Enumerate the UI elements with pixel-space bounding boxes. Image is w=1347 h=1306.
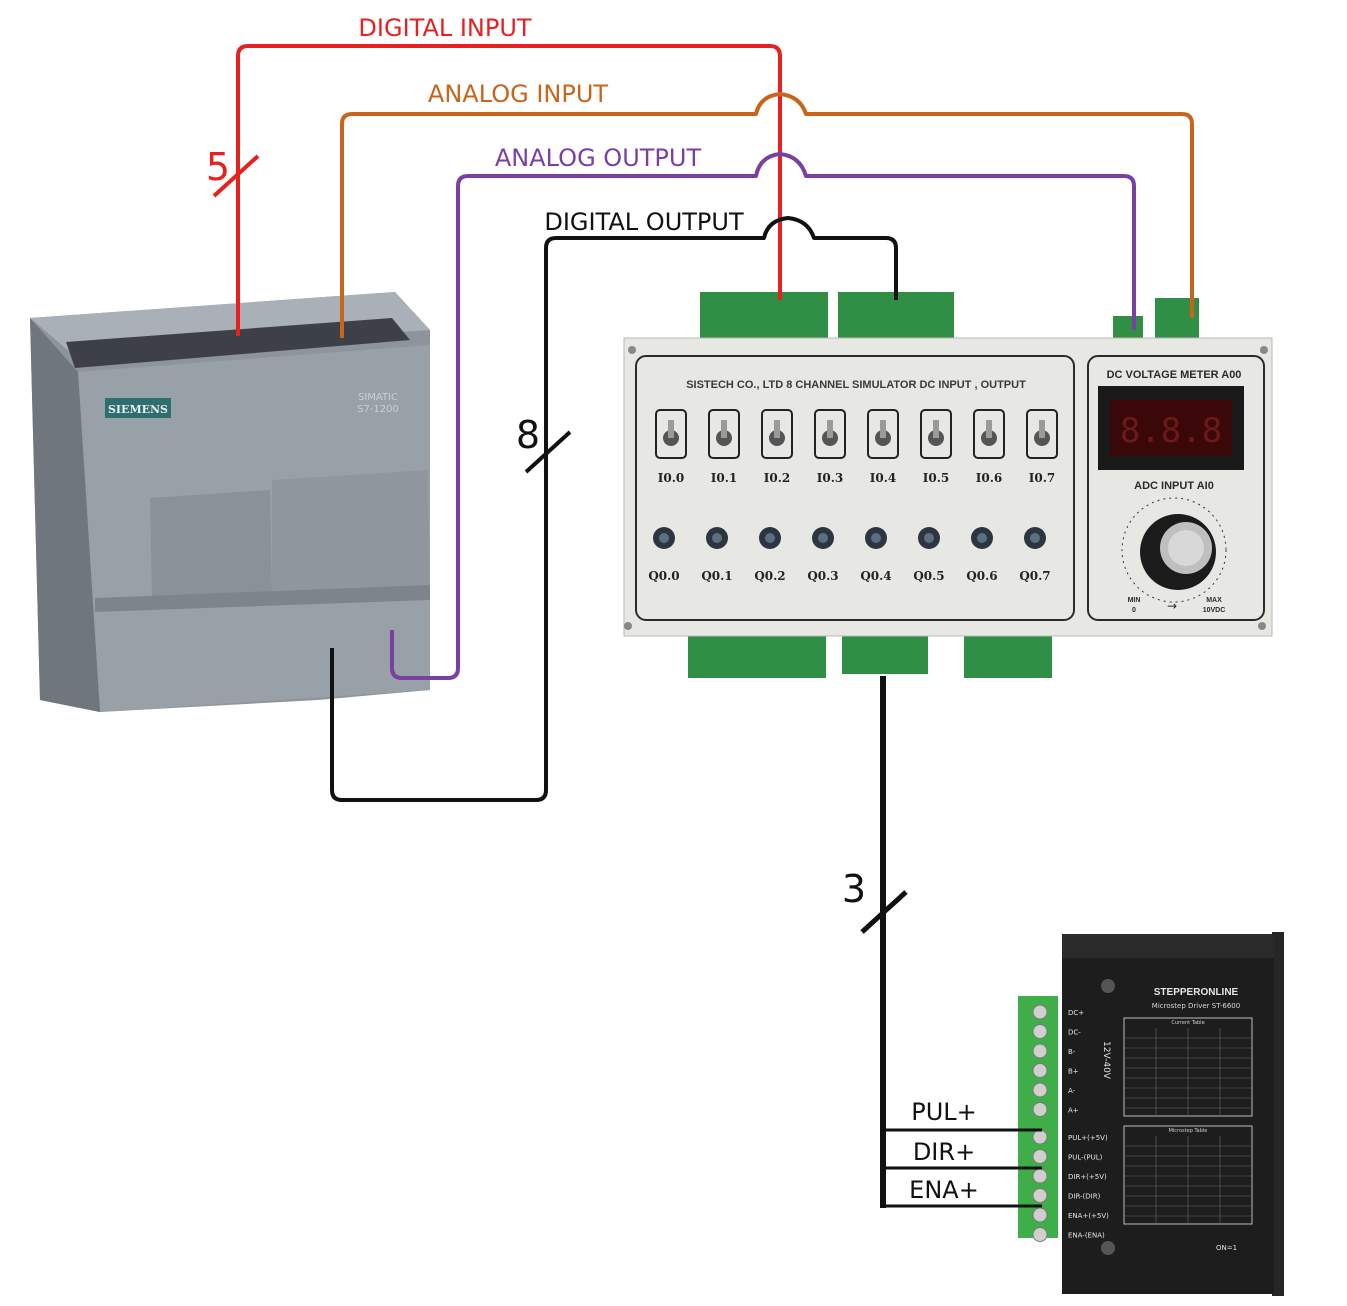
adc-label: ADC INPUT AI0 <box>1134 480 1214 492</box>
driver-bus-count: 3 <box>842 867 866 911</box>
driver-terminal-label-5: A+ <box>1068 1107 1079 1115</box>
toggle-switch-7[interactable] <box>1026 409 1058 459</box>
driver-terminal-label-10: ENA+(+5V) <box>1068 1212 1109 1220</box>
output-leds: Q0.0 Q0.1 Q0.2 Q0.3 Q0.4 Q0.5 Q0.6 Q0.7 <box>648 527 1051 583</box>
toggle-switch-1[interactable] <box>708 409 740 459</box>
terminal-screw-1 <box>1032 1024 1048 1039</box>
toggle-switch-3[interactable] <box>814 409 846 459</box>
plc-model-line1: SIMATIC <box>358 392 398 403</box>
driver-terminal-label-1: DC- <box>1068 1029 1081 1037</box>
plc-model-line2: S7-1200 <box>357 404 399 415</box>
output-label-2: Q0.2 <box>754 569 785 583</box>
pul-label: PUL+ <box>911 1098 977 1126</box>
driver-terminal-label-9: DIR-(DIR) <box>1068 1193 1101 1201</box>
knob-max-value: 10VDC <box>1203 607 1226 614</box>
driver-terminal-label-0: DC+ <box>1068 1009 1084 1017</box>
output-label-4: Q0.4 <box>860 569 891 583</box>
terminal-screw-4 <box>1032 1082 1048 1098</box>
stepper-driver: STEPPERONLINE Microstep Driver ST-6600 C… <box>1018 932 1284 1296</box>
input-switches: I0.0 I0.1 I0.2 I0.3 I0.4 I0.5 I0.6 I0.7 <box>655 409 1058 485</box>
knob-min: MIN <box>1128 597 1141 604</box>
analog-output-wire <box>390 152 1136 680</box>
terminal-screw-2 <box>1032 1043 1048 1059</box>
plc-s7-1200: SIEMENS SIMATIC S7-1200 <box>30 292 430 712</box>
toggle-switch-4[interactable] <box>867 409 899 459</box>
driver-terminal-label-11: ENA-(ENA) <box>1068 1232 1105 1240</box>
terminal-block-top-1 <box>700 292 828 340</box>
terminal-screw-5 <box>1032 1102 1048 1117</box>
terminal-block-top-3 <box>1113 316 1143 340</box>
output-label-5: Q0.5 <box>913 569 944 583</box>
driver-voltage: 12V-40V <box>1101 1041 1111 1080</box>
screw-icon <box>1101 1241 1115 1255</box>
terminal-screw-7 <box>1032 1149 1048 1164</box>
analog-input-label: ANALOG INPUT <box>428 80 608 108</box>
output-label-1: Q0.1 <box>701 569 732 583</box>
digital-input-bus-tick <box>212 154 260 198</box>
input-label-2: I0.2 <box>764 471 791 485</box>
microstep-table-title: Microstep Table <box>1169 1128 1208 1134</box>
simulator-title: SISTECH CO., LTD 8 CHANNEL SIMULATOR DC … <box>686 379 1026 391</box>
digital-input-label: DIGITAL INPUT <box>358 14 532 42</box>
ena-label: ENA+ <box>909 1176 979 1204</box>
driver-terminal-label-3: B+ <box>1068 1068 1079 1076</box>
analog-output-label: ANALOG OUTPUT <box>495 144 702 172</box>
terminal-screw-9 <box>1032 1188 1048 1203</box>
terminal-screw-6 <box>1032 1129 1048 1145</box>
digital-output-label: DIGITAL OUTPUT <box>544 208 744 236</box>
driver-terminal-label-4: A- <box>1068 1087 1076 1095</box>
meter-title: DC VOLTAGE METER A00 <box>1107 369 1242 381</box>
input-label-7: I0.7 <box>1029 471 1056 485</box>
terminal-block-bottom-1 <box>688 636 826 678</box>
output-label-7: Q0.7 <box>1019 569 1050 583</box>
switch-label: ON=1 <box>1216 1244 1237 1252</box>
toggle-switch-5[interactable] <box>920 409 952 459</box>
current-table-title: Current Table <box>1171 1020 1204 1026</box>
input-label-3: I0.3 <box>817 471 844 485</box>
toggle-switch-0[interactable] <box>655 409 687 459</box>
dir-label: DIR+ <box>913 1138 975 1166</box>
output-label-6: Q0.6 <box>966 569 997 583</box>
plc-brand: SIEMENS <box>108 403 168 416</box>
svg-text:8.8.8: 8.8.8 <box>1120 411 1222 451</box>
input-label-4: I0.4 <box>870 471 897 485</box>
output-label-3: Q0.3 <box>807 569 838 583</box>
driver-bus-tick <box>860 890 908 934</box>
simulator-board: SISTECH CO., LTD 8 CHANNEL SIMULATOR DC … <box>623 292 1273 678</box>
input-label-5: I0.5 <box>923 471 950 485</box>
screw-icon <box>1101 979 1115 993</box>
digital-output-wire <box>330 216 898 802</box>
terminal-block-bottom-3 <box>964 636 1052 678</box>
digital-input-wire <box>236 44 782 336</box>
driver-terminal-label-8: DIR+(+5V) <box>1068 1173 1107 1181</box>
knob-max: MAX <box>1206 597 1222 604</box>
toggle-switch-2[interactable] <box>761 409 793 459</box>
terminal-screw-8 <box>1032 1168 1048 1184</box>
wires <box>236 44 1194 1208</box>
driver-brand: STEPPERONLINE <box>1154 987 1239 998</box>
siemens-logo <box>105 398 171 418</box>
terminal-screw-10 <box>1032 1207 1048 1223</box>
input-label-1: I0.1 <box>711 471 738 485</box>
toggle-switch-6[interactable] <box>973 409 1005 459</box>
digital-output-bus-tick <box>524 430 572 474</box>
terminal-screw-0 <box>1032 1004 1048 1020</box>
terminal-screw-3 <box>1032 1063 1048 1078</box>
terminal-screw-11 <box>1032 1227 1048 1242</box>
driver-model: Microstep Driver ST-6600 <box>1152 1002 1240 1010</box>
driver-terminal-label-7: PUL-(PUL) <box>1068 1154 1103 1162</box>
knob-min-value: 0 <box>1132 607 1136 614</box>
terminal-block-bottom-2 <box>842 636 928 674</box>
input-label-0: I0.0 <box>658 471 685 485</box>
digital-output-count: 8 <box>516 413 540 457</box>
arrow-right-icon: → <box>1167 599 1177 613</box>
output-label-0: Q0.0 <box>648 569 679 583</box>
driver-terminal-label-6: PUL+(+5V) <box>1068 1134 1108 1142</box>
driver-terminal-label-2: B- <box>1068 1048 1076 1056</box>
analog-input-wire <box>340 92 1194 338</box>
input-label-6: I0.6 <box>976 471 1003 485</box>
digital-input-count: 5 <box>206 145 230 189</box>
